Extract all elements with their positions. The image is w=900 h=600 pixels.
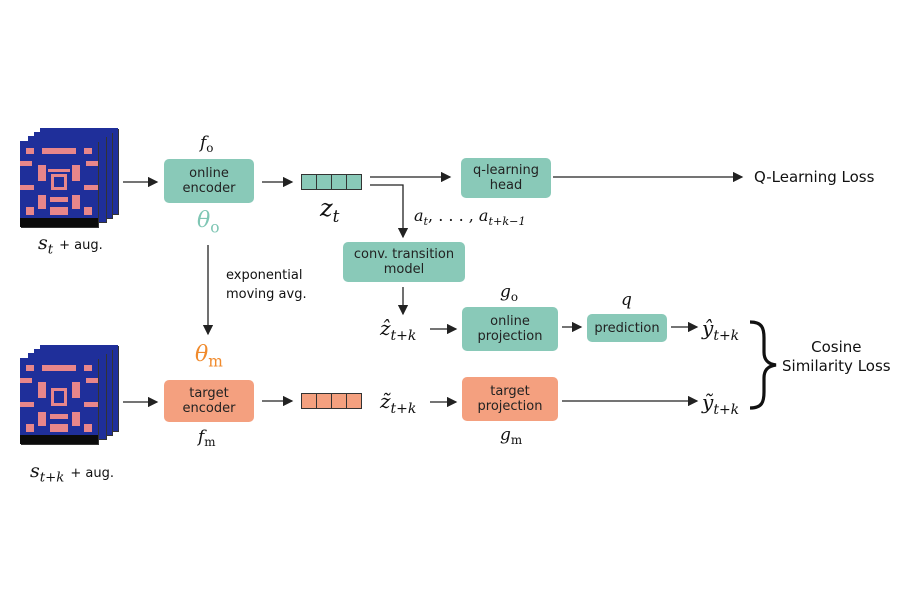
game-frame [20, 358, 98, 444]
prediction-box: prediction [587, 314, 667, 342]
observation-stack-future [20, 345, 120, 445]
observation-stack-current [20, 128, 120, 228]
input-future-label: st+k + aug. [30, 460, 114, 486]
prediction-fn-label: q [621, 290, 632, 310]
theta-online-label: θo [197, 208, 220, 237]
latent-vector-target [301, 393, 362, 409]
z-tilde-label: z̃t+k [380, 389, 417, 417]
arrow-zt-to-transition [370, 184, 409, 239]
target-encoder-fn-label: fm [198, 427, 216, 450]
actions-label: at, . . . , at+k−1 [414, 206, 526, 228]
zt-label: zt [320, 194, 340, 226]
online-projection-fn-label: go [500, 282, 519, 305]
y-hat-label: ŷt+k [702, 316, 740, 344]
theta-target-label: θm [195, 342, 223, 371]
online-encoder-fn-label: fo [200, 133, 214, 156]
y-tilde-label: ỹt+k [702, 390, 740, 418]
q-learning-loss-label: Q-Learning Loss [754, 168, 875, 186]
input-current-label: st + aug. [38, 232, 103, 258]
target-projection-fn-label: gm [500, 425, 523, 448]
game-frame [20, 141, 98, 227]
z-hat-label: ẑt+k [380, 316, 417, 344]
latent-vector-zt [301, 174, 362, 190]
